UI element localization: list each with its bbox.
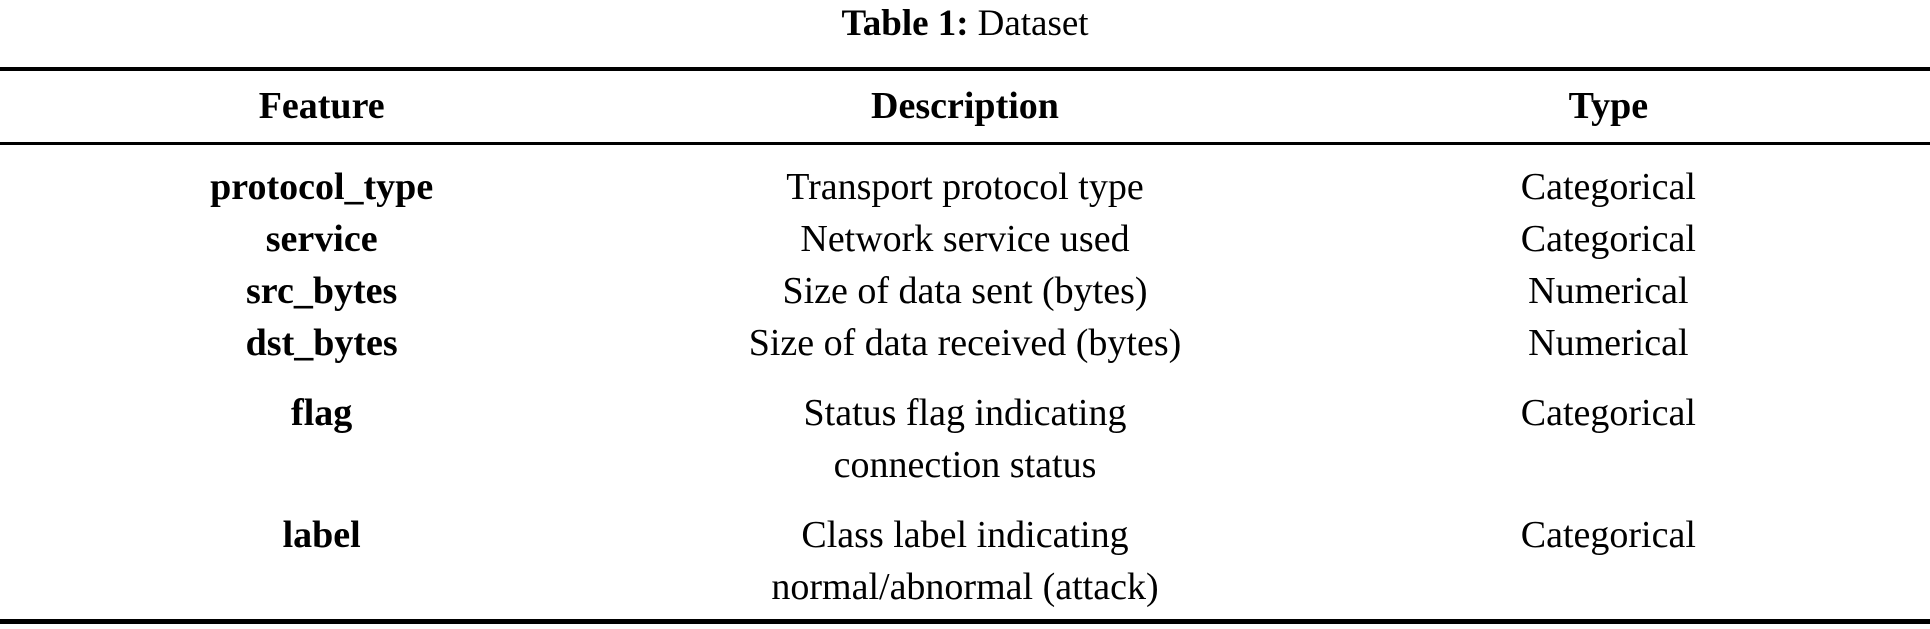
description-line: connection status [833, 444, 1097, 486]
feature-cell: label [282, 514, 361, 556]
feature-cell: src_bytes [246, 270, 398, 312]
description-cell: Class label indicating normal/abnormal (… [643, 491, 1286, 622]
caption-label: Table 1: [841, 3, 969, 44]
description-line: Transport protocol type [786, 166, 1144, 208]
description-line: Size of data sent (bytes) [782, 270, 1148, 312]
description-line: Network service used [800, 218, 1130, 260]
table-row: protocol_type Transport protocol type Ca… [0, 144, 1930, 214]
caption-title: Dataset [977, 3, 1089, 44]
column-header-feature: Feature [0, 69, 644, 145]
column-header-type: Type [1286, 69, 1930, 145]
type-cell: Categorical [1520, 392, 1696, 434]
dataset-table: Feature Description Type protocol_type T… [0, 67, 1930, 624]
type-cell: Categorical [1520, 218, 1696, 260]
feature-cell: protocol_type [210, 166, 434, 208]
table-row: flag Status flag indicating connection s… [0, 369, 1930, 491]
feature-cell: dst_bytes [245, 322, 398, 364]
feature-cell: service [265, 218, 378, 260]
description-line: Status flag indicating [803, 392, 1127, 434]
table-caption: Table 1:Dataset [0, 0, 1930, 46]
feature-cell: flag [291, 392, 353, 434]
description-line: normal/abnormal (attack) [771, 566, 1159, 608]
table-row: label Class label indicating normal/abno… [0, 491, 1930, 622]
type-cell: Numerical [1528, 270, 1689, 312]
description-line: Size of data received (bytes) [748, 322, 1182, 364]
table-row: src_bytes Size of data sent (bytes) Nume… [0, 265, 1930, 317]
description-line: Class label indicating [801, 514, 1129, 556]
description-cell: Network service used [643, 213, 1286, 265]
table-row: service Network service used Categorical [0, 213, 1930, 265]
description-cell: Transport protocol type [643, 144, 1286, 214]
type-cell: Numerical [1528, 322, 1689, 364]
type-cell: Categorical [1520, 166, 1696, 208]
type-cell: Categorical [1520, 514, 1696, 556]
description-cell: Size of data received (bytes) [643, 317, 1286, 369]
description-cell: Size of data sent (bytes) [643, 265, 1286, 317]
table-row: dst_bytes Size of data received (bytes) … [0, 317, 1930, 369]
column-header-description: Description [643, 69, 1287, 145]
header-row: Feature Description Type [0, 69, 1930, 145]
description-cell: Status flag indicating connection status [643, 369, 1286, 491]
